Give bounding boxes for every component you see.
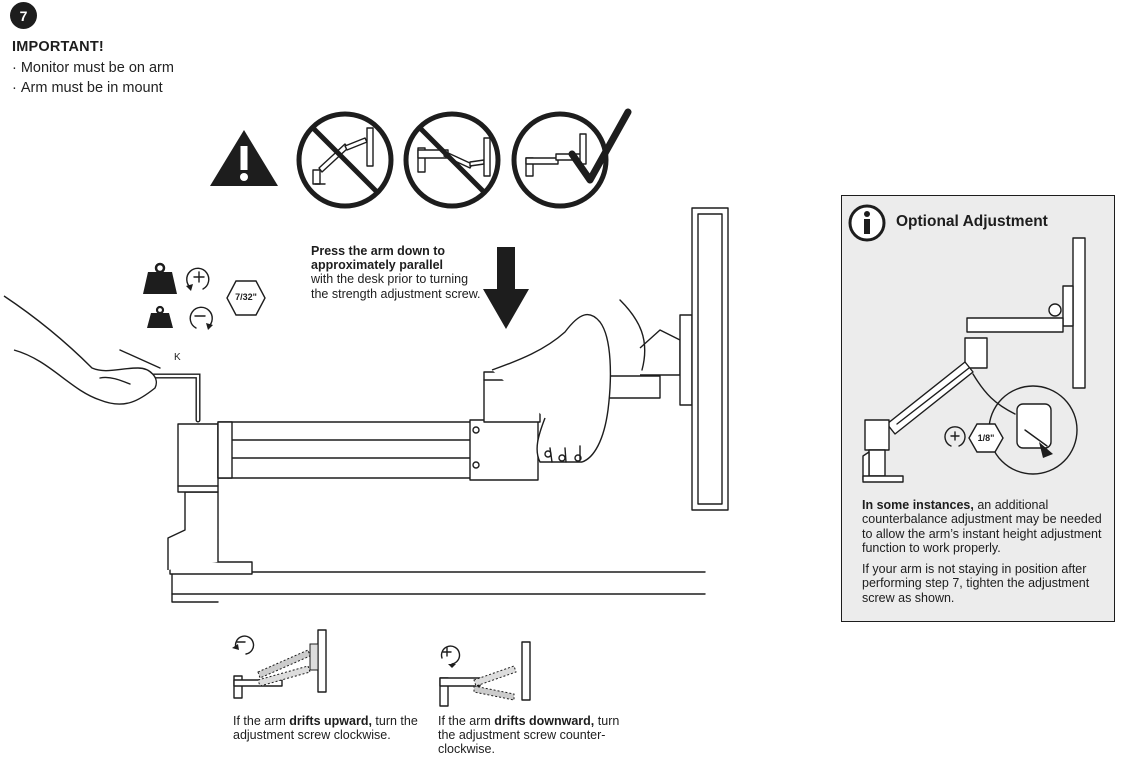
key-label: K [174, 352, 181, 363]
prohibited-arm-tilted-down-icon [296, 111, 394, 209]
arrow-down-icon [483, 247, 529, 329]
drift-up-bold: drifts upward, [289, 714, 372, 728]
optional-adjustment-panel [841, 195, 1115, 622]
optional-adjustment-title: Optional Adjustment [896, 213, 1048, 230]
info-icon [848, 204, 886, 242]
panel-hex-size-label: 1/8" [977, 433, 995, 443]
step-number-badge: 7 [10, 2, 37, 29]
paragraph-1-bold: In some instances, [862, 498, 974, 512]
correct-arm-parallel-icon [511, 108, 632, 209]
press-arm-rest-text: with the desk prior to turning the stren… [311, 272, 481, 301]
press-arm-bold-text: Press the arm down to approximately para… [311, 244, 446, 273]
prohibited-arm-tilted-up-icon [403, 111, 501, 209]
rotate-clockwise-plus-icon [186, 267, 210, 291]
rotate-counterclockwise-minus-icon [189, 306, 213, 330]
paragraph-1-rest: an additional counterbalance adjustment … [862, 498, 1102, 555]
main-arm-illustration [3, 207, 729, 603]
drift-down-rest: turn the adjustment screw counter-clockw… [438, 714, 620, 757]
optional-adjustment-illustration [862, 237, 1086, 483]
bullet-dot: · [12, 60, 17, 76]
heavy-weight-icon [143, 262, 177, 294]
warning-icon [210, 130, 278, 186]
light-weight-icon [147, 305, 173, 328]
drift-downward-illustration [439, 641, 531, 707]
hex-key-size-icon [226, 280, 266, 316]
requirement-text: Arm must be in mount [20, 80, 163, 96]
press-arm-instruction: Press the arm down to approximately para… [311, 244, 486, 301]
drift-up-rest: turn the adjustment screw clockwise. [233, 714, 418, 743]
bullet-dot: · [12, 80, 17, 96]
optional-adjustment-paragraph-1: In some instances, an additional counter… [862, 498, 1110, 555]
hex-size-label: 7/32" [235, 292, 257, 302]
important-heading: IMPORTANT! [12, 39, 104, 55]
requirement-text: Monitor must be on arm [20, 60, 174, 76]
requirement-item: ·Arm must be in mount [12, 80, 163, 96]
drift-down-bold: drifts downward, [494, 714, 595, 728]
drift-upward-caption: If the arm drifts upward, turn the adjus… [233, 714, 423, 742]
drift-downward-caption: If the arm drifts downward, turn the adj… [438, 714, 628, 757]
drift-up-prefix: If the arm [233, 714, 286, 728]
requirement-item: ·Monitor must be on arm [12, 60, 174, 76]
optional-adjustment-paragraph-2: If your arm is not staying in position a… [862, 562, 1090, 605]
drift-down-prefix: If the arm [438, 714, 491, 728]
drift-upward-illustration [232, 629, 327, 699]
